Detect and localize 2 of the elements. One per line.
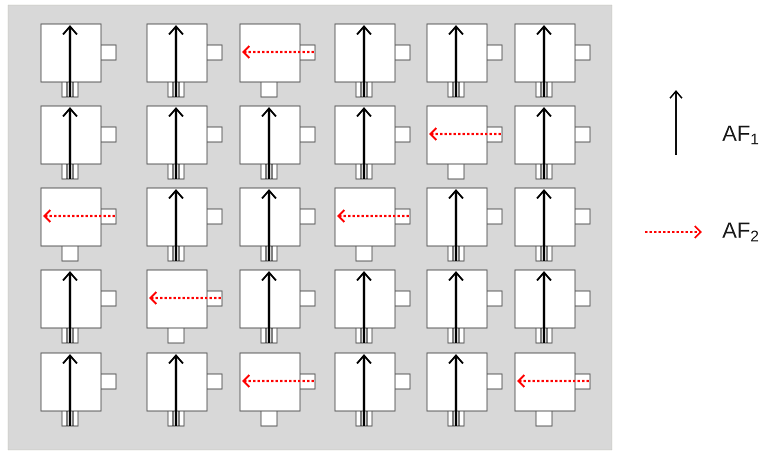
legend-label: AF$_{1}$ (722, 126, 758, 144)
legend-label: AF$_{2}$ (722, 222, 758, 242)
